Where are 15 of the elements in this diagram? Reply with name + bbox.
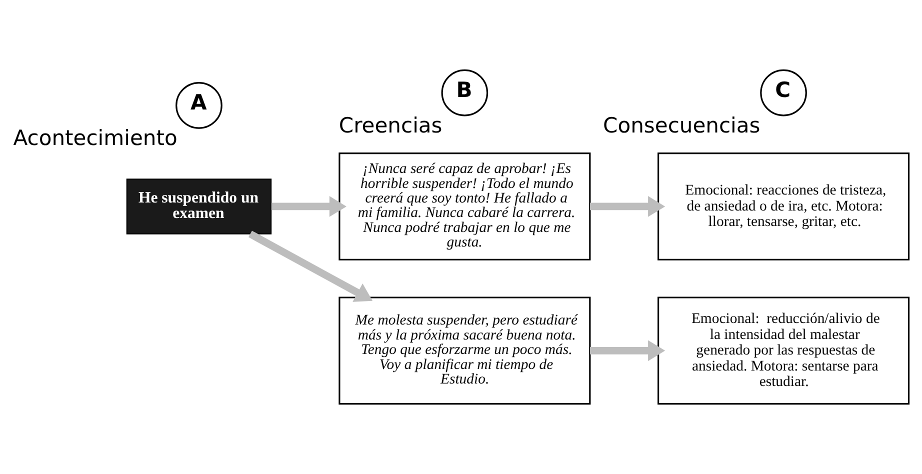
arrow	[590, 196, 666, 217]
arrow	[271, 196, 346, 217]
node-box: Emocional: reacciones de tristeza, de ansiedad o de ira, etc. Motora: llorar, tensarse, gritar, etc.	[658, 152, 910, 260]
arrow	[248, 230, 373, 302]
node-box: Emocional: reducción/alivio de la intensidad del malestar generado por las respuestas de ansiedad. Motora: sentarse para estudiar.	[658, 296, 910, 405]
node-label: Consecuencias	[603, 112, 760, 138]
node-circle: C	[760, 69, 807, 116]
node-circle: A	[176, 82, 222, 129]
node-label: Acontecimiento	[13, 124, 178, 150]
node-circle: B	[441, 69, 488, 116]
arrow	[590, 340, 666, 362]
node-box: He suspendido un examen	[126, 178, 272, 234]
node-label: Creencias	[338, 112, 442, 138]
node-box: ¡Nunca seré capaz de aprobar! ¡Es horrible suspender! ¡Todo el mundo creerá que soy tonto! He fallado a mi familia. Nunca cabaré la carrera. Nunca podré trabajar en lo que me gusta.	[338, 152, 591, 260]
node-box: Me molesta suspender, pero estudiaré más y la próxima sacaré buena nota. Tengo que esforzarme un poco más. Voy a planificar mi tiempo de Estudio.	[338, 296, 591, 405]
